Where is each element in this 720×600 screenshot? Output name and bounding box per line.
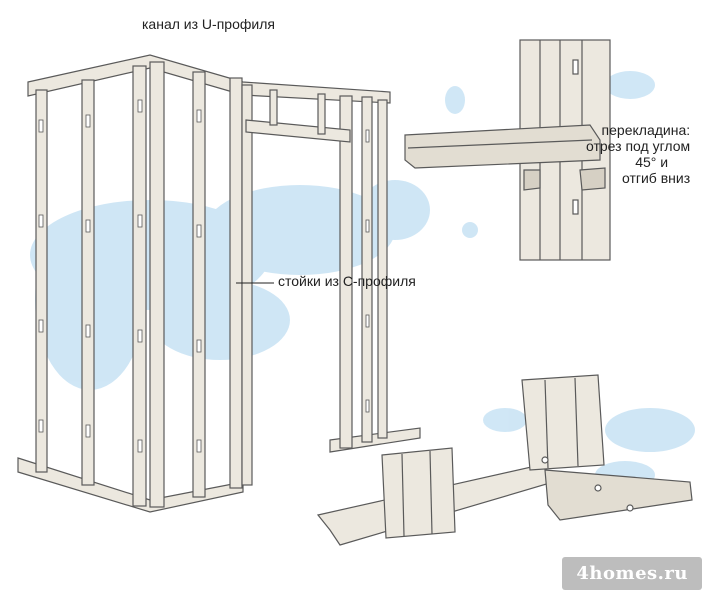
top-u-channel (27, 54, 391, 104)
c-stud (377, 99, 388, 439)
cripple-stud (269, 89, 278, 126)
watermark: 4homes.ru (562, 557, 702, 590)
beam-tab-left (523, 169, 541, 191)
c-stud (339, 95, 353, 449)
c-stud (35, 89, 48, 473)
corner-stud-front (381, 447, 456, 539)
label-c-studs: стойки из С-профиля (278, 273, 416, 289)
stud-holes (38, 99, 370, 453)
floor-channel-right (544, 469, 693, 521)
label-beam-line: перекладина: (601, 122, 691, 138)
bottom-u-channel (17, 457, 244, 513)
c-stud (192, 71, 206, 498)
cripple-stud (317, 93, 326, 135)
wall-frame (17, 54, 421, 513)
corner-stud-back (521, 374, 605, 471)
label-beam: перекладина: отрез под углом 45° и отгиб… (586, 122, 690, 186)
label-beam-line: 45° и (635, 154, 669, 170)
label-beam-line: отгиб вниз (621, 170, 691, 186)
c-stud (241, 84, 253, 486)
beam-tab (579, 167, 606, 191)
door-header (245, 119, 351, 143)
c-stud (132, 65, 147, 507)
floor-detail (316, 374, 693, 546)
label-beam-line: отрез под углом (586, 138, 691, 154)
c-stud (149, 61, 165, 508)
c-stud (81, 79, 95, 486)
beam-detail (404, 39, 611, 261)
label-u-channel: канал из U-профиля (142, 16, 275, 32)
c-stud (361, 96, 373, 443)
detail-beam (404, 124, 601, 169)
